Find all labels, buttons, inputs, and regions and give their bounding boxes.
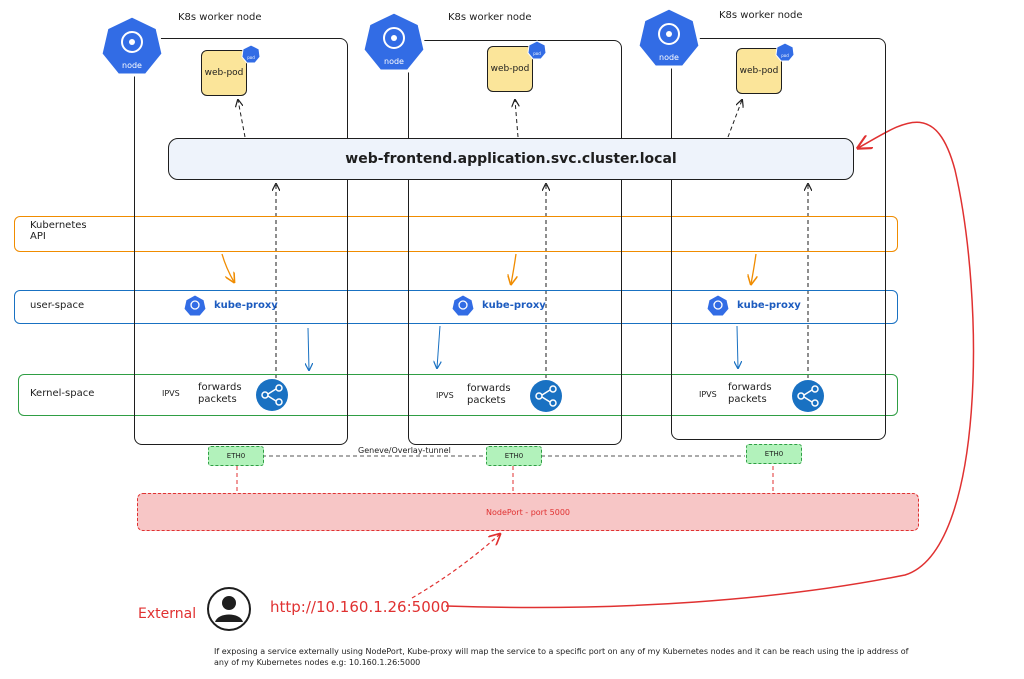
- pod-badge-icon-1: pod: [241, 44, 261, 64]
- nodeport-label: NodePort - port 5000: [485, 507, 570, 517]
- kube-proxy-icon-1: [183, 294, 207, 317]
- user-space-label: user-space: [30, 300, 85, 311]
- node-icon-1-label: node: [122, 61, 142, 70]
- eth0-label-1: ETH0: [226, 452, 246, 460]
- eth0-node-3: ETH0: [746, 444, 802, 464]
- forward-icon-1: [256, 379, 288, 411]
- overlay-tunnel-label: Geneve/Overlay-tunnel: [358, 446, 451, 455]
- kube-proxy-label-1: kube-proxy: [214, 300, 278, 311]
- worker-node-1-title: K8s worker node: [178, 12, 262, 23]
- node-icon-2: node: [361, 10, 427, 73]
- pod-badge-3-label: pod: [781, 53, 789, 58]
- worker-node-3: [671, 38, 886, 440]
- worker-node-1: [134, 38, 348, 445]
- eth0-label-2: ETH0: [504, 452, 524, 460]
- user-to-nodeport-arrow: [411, 534, 500, 599]
- web-pod-2-label: web-pod: [490, 64, 530, 74]
- ipvs-label-1: IPVS: [162, 389, 180, 398]
- web-pod-1-label: web-pod: [204, 68, 244, 78]
- kernel-space-label: Kernel-space: [30, 388, 95, 399]
- pod-badge-icon-2: pod: [527, 40, 547, 60]
- pod-badge-icon-3: pod: [775, 42, 795, 62]
- kernel-space-layer: [18, 374, 898, 416]
- user-avatar-icon: [207, 587, 251, 631]
- url-to-service-arrow: [445, 121, 975, 609]
- forwards-packets-1: forwards packets: [198, 382, 242, 405]
- api-to-proxy-arrow-2: [511, 253, 516, 284]
- service-band: web-frontend.application.svc.cluster.loc…: [168, 138, 854, 180]
- api-to-proxy-arrow-3: [751, 253, 756, 284]
- web-pod-3-label: web-pod: [739, 66, 779, 76]
- kubernetes-api-layer: [14, 216, 898, 252]
- svc-to-pod-arrow-2: [515, 100, 518, 138]
- explanation-note: If exposing a service externally using N…: [214, 647, 909, 667]
- worker-node-2: [408, 40, 622, 445]
- kubernetes-api-label: Kubernetes API: [30, 220, 87, 242]
- proxy-to-kernel-arrow-3: [737, 325, 738, 368]
- eth0-label-3: ETH0: [764, 450, 784, 458]
- pod-badge-1-label: pod: [247, 55, 255, 60]
- pod-badge-2-label: pod: [533, 51, 541, 56]
- proxy-to-kernel-arrow-2: [437, 325, 440, 368]
- web-pod-1: web-pod: [201, 50, 247, 96]
- kube-proxy-icon-3: [706, 294, 730, 317]
- worker-node-2-title: K8s worker node: [448, 12, 532, 23]
- user-space-layer: [14, 290, 898, 324]
- node-icon-2-label: node: [384, 57, 404, 66]
- service-name: web-frontend.application.svc.cluster.loc…: [345, 151, 677, 167]
- kube-proxy-icon-2: [451, 294, 475, 317]
- kube-proxy-label-2: kube-proxy: [482, 300, 546, 311]
- web-pod-2: web-pod: [487, 46, 533, 92]
- node-icon-3: node: [636, 6, 702, 69]
- worker-node-3-title: K8s worker node: [719, 10, 803, 21]
- svc-to-pod-arrow-1: [238, 100, 246, 138]
- proxy-to-kernel-arrow-1: [308, 327, 309, 370]
- kube-proxy-label-3: kube-proxy: [737, 300, 801, 311]
- node-icon-1: node: [99, 14, 165, 77]
- node-icon-3-label: node: [659, 53, 679, 62]
- external-label: External: [138, 606, 197, 622]
- ipvs-label-2: IPVS: [436, 391, 454, 400]
- external-url[interactable]: http://10.160.1.26:5000: [270, 598, 450, 616]
- forward-icon-2: [530, 380, 562, 412]
- nodeport-band: NodePort - port 5000: [137, 493, 919, 531]
- eth0-node-1: ETH0: [208, 446, 264, 466]
- forwards-packets-2: forwards packets: [467, 383, 511, 406]
- eth0-node-2: ETH0: [486, 446, 542, 466]
- forwards-packets-3: forwards packets: [728, 382, 772, 405]
- api-to-proxy-arrow-1: [221, 253, 234, 282]
- ipvs-label-3: IPVS: [699, 390, 717, 399]
- forward-icon-3: [792, 380, 824, 412]
- web-pod-3: web-pod: [736, 48, 782, 94]
